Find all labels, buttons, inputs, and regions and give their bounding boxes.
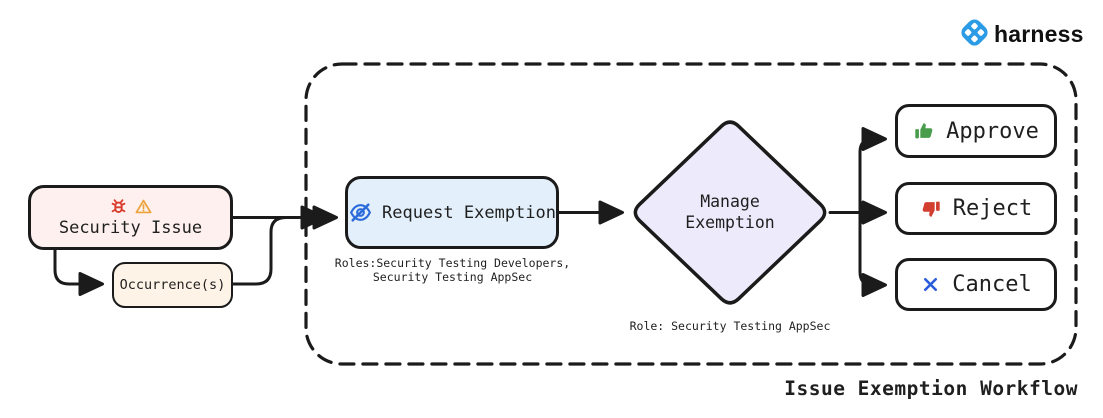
- request-exemption-node: Request Exemption: [345, 176, 559, 249]
- approve-node: Approve: [895, 104, 1057, 158]
- cancel-label: Cancel: [952, 272, 1032, 297]
- approve-label: Approve: [946, 118, 1039, 144]
- manage-exemption-label: Manage Exemption: [685, 192, 775, 232]
- arrow-occurrences-to-request: [231, 205, 326, 286]
- request-exemption-label: Request Exemption: [382, 202, 556, 223]
- manage-exemption-diamond: [633, 120, 827, 305]
- brand-wordmark: harness: [994, 21, 1084, 47]
- manage-exemption-role-note: Role: Security Testing AppSec: [629, 319, 831, 333]
- thumbs-down-icon: [920, 198, 942, 220]
- thumbs-up-icon: [913, 120, 935, 142]
- reject-label: Reject: [952, 196, 1033, 221]
- security-issue-icons: [109, 197, 153, 216]
- cancel-node: Cancel: [895, 258, 1057, 311]
- arrow-manage-to-cancel: [858, 211, 887, 297]
- arrow-security-to-occurrences: [53, 248, 104, 296]
- workflow-container-border: [304, 62, 1078, 366]
- reject-node: Reject: [895, 182, 1057, 235]
- occurrences-label: Occurrence(s): [119, 277, 226, 293]
- workflow-title: Issue Exemption Workflow: [784, 377, 1078, 400]
- occurrences-node: Occurrence(s): [112, 262, 233, 308]
- request-exemption-roles-note: Roles:Security Testing Developers, Secur…: [334, 256, 571, 284]
- connector-arrows: [53, 127, 887, 297]
- security-issue-label: Security Issue: [58, 218, 203, 238]
- harness-logo-icon: [958, 16, 991, 53]
- security-issue-node: Security Issue: [28, 185, 233, 250]
- warning-icon: [134, 197, 153, 216]
- arrow-manage-to-approve: [858, 127, 887, 214]
- eye-off-icon: [348, 200, 373, 225]
- brand-logo: harness: [958, 16, 1084, 53]
- bug-icon: [109, 197, 128, 216]
- x-icon: [920, 274, 941, 295]
